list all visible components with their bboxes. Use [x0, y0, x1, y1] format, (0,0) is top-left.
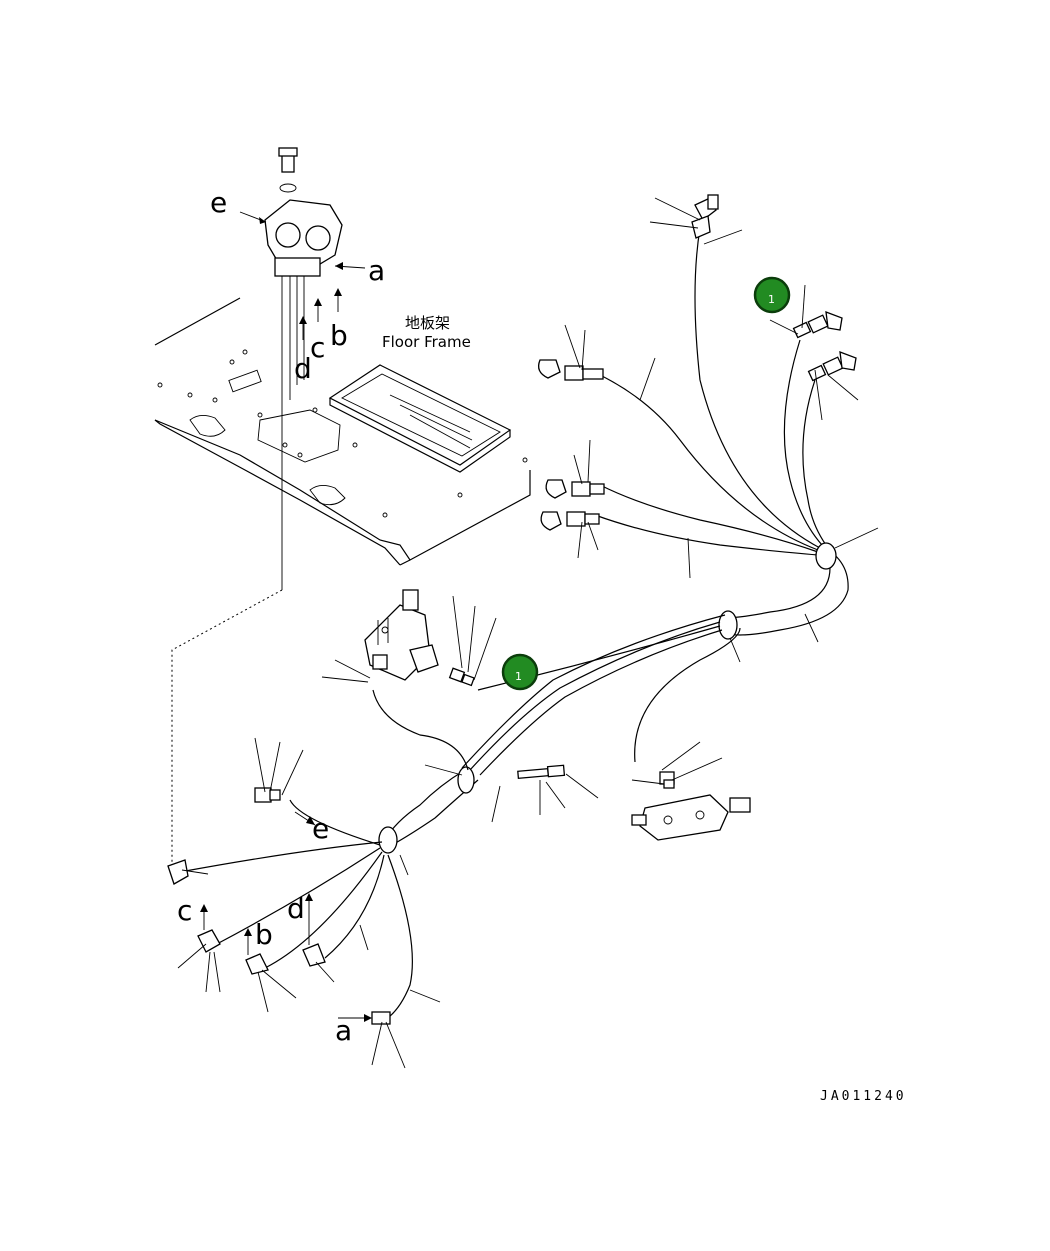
arrow-a-top — [334, 262, 366, 270]
letter-a-bottom: a — [335, 1014, 352, 1047]
leader-lines-upper — [564, 197, 879, 663]
dashed-leader — [171, 589, 283, 870]
callout-1-middle[interactable]: 1 — [501, 653, 539, 691]
floor-frame-label-en: Floor Frame — [382, 333, 471, 351]
top-fitting-elbow — [691, 194, 719, 239]
valve-outlet-fitting — [448, 667, 475, 687]
floor-frame-label-cn: 地板架 — [405, 314, 450, 332]
arrow-d-top — [299, 316, 307, 340]
arrow-b-top — [334, 288, 342, 312]
arrow-e-top — [239, 211, 267, 224]
right-fittings-upper — [792, 311, 857, 382]
arrow-e-bottom — [294, 811, 316, 826]
ppc-valve-assembly — [264, 147, 343, 590]
letter-b-bottom: b — [255, 918, 273, 951]
arrow-a-bottom — [338, 1014, 372, 1022]
arrow-b-bottom — [244, 928, 252, 955]
letter-d-bottom: d — [287, 892, 305, 925]
lower-hose-fan — [179, 799, 413, 1021]
center-pipe-fitting — [517, 764, 566, 779]
upper-hose-bundle — [594, 227, 849, 640]
callout-1-upper[interactable]: 1 — [753, 276, 791, 314]
letter-d-top: d — [294, 352, 312, 385]
arrow-d-bottom — [305, 893, 313, 945]
letter-b-top: b — [330, 319, 348, 352]
control-valve-block — [364, 589, 439, 681]
drawing-code: JA011240 — [820, 1089, 907, 1104]
leader-lines-center — [424, 764, 599, 823]
leader-lines-middle — [321, 595, 497, 683]
letter-e-top: e — [210, 186, 227, 219]
lower-connectors — [167, 787, 391, 1025]
letter-c-top: c — [310, 331, 325, 364]
floor-frame-box — [328, 364, 512, 473]
floor-frame-plate — [154, 297, 531, 566]
letter-e-bottom: e — [312, 812, 329, 845]
letter-a-top: a — [368, 254, 385, 287]
letter-c-bottom: c — [177, 894, 192, 927]
arrow-c-bottom — [200, 904, 208, 930]
leader-lines-right-valve — [631, 741, 723, 785]
right-valve-block — [631, 627, 751, 841]
callout-1-middle-label: 1 — [515, 670, 522, 683]
left-elbow-fittings — [537, 359, 605, 531]
leader-lines-lower — [177, 737, 441, 1069]
arrow-c-top — [314, 298, 322, 322]
callout-1-upper-label: 1 — [768, 293, 775, 306]
